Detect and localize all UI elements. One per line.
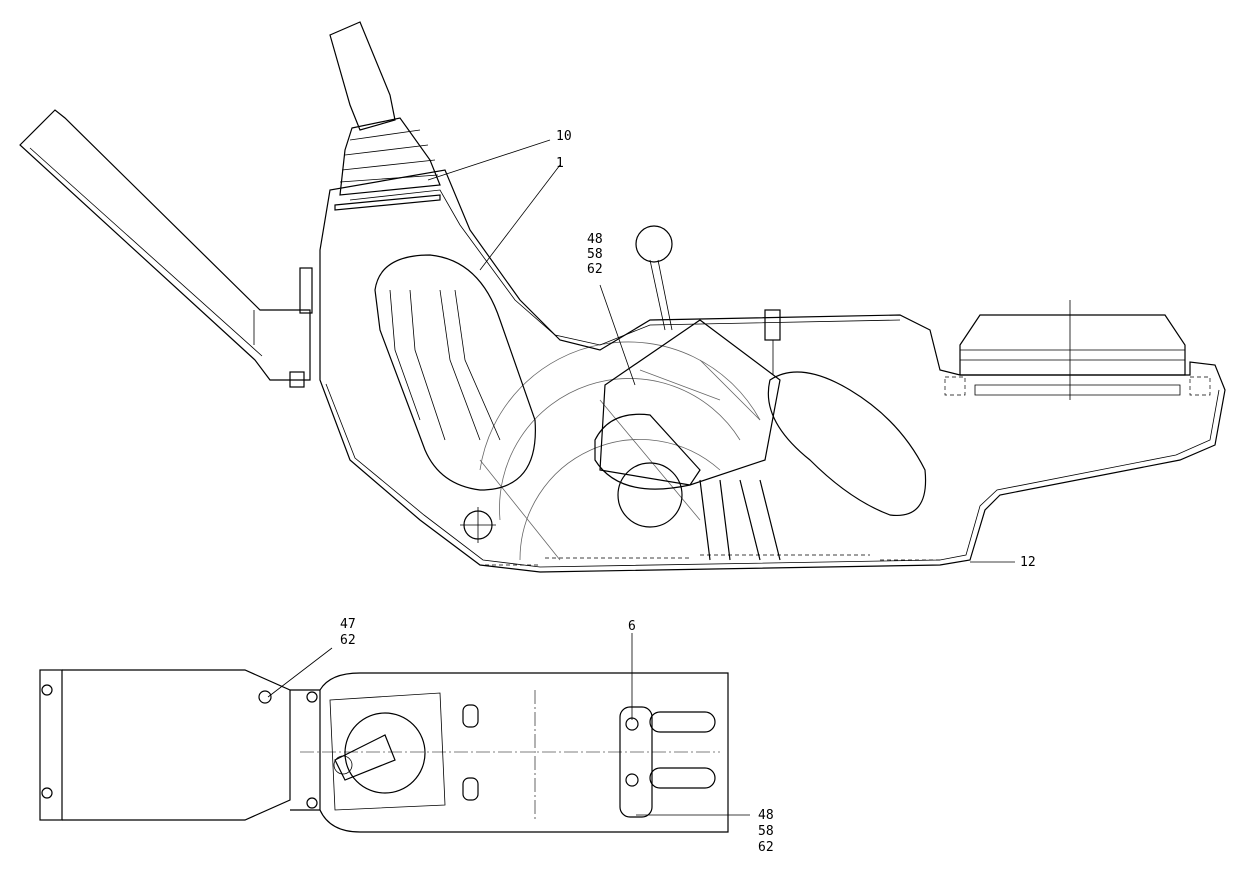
callout-10: 10 xyxy=(556,129,572,144)
callout-47: 47 xyxy=(340,617,356,632)
callout-12: 12 xyxy=(1020,555,1036,570)
callout-58: 58 xyxy=(587,247,603,262)
callout-6: 6 xyxy=(628,619,636,634)
callout-48: 48 xyxy=(587,232,603,247)
side-view xyxy=(19,21,1226,573)
callout-1: 1 xyxy=(556,156,564,171)
leader-lines xyxy=(267,139,1015,816)
callout-62: 62 xyxy=(587,262,603,277)
callout-58: 58 xyxy=(758,824,774,839)
watermark xyxy=(479,341,761,561)
callout-62: 62 xyxy=(340,633,356,648)
callout-62: 62 xyxy=(758,840,774,855)
callout-48: 48 xyxy=(758,808,774,823)
plan-view xyxy=(39,669,729,833)
